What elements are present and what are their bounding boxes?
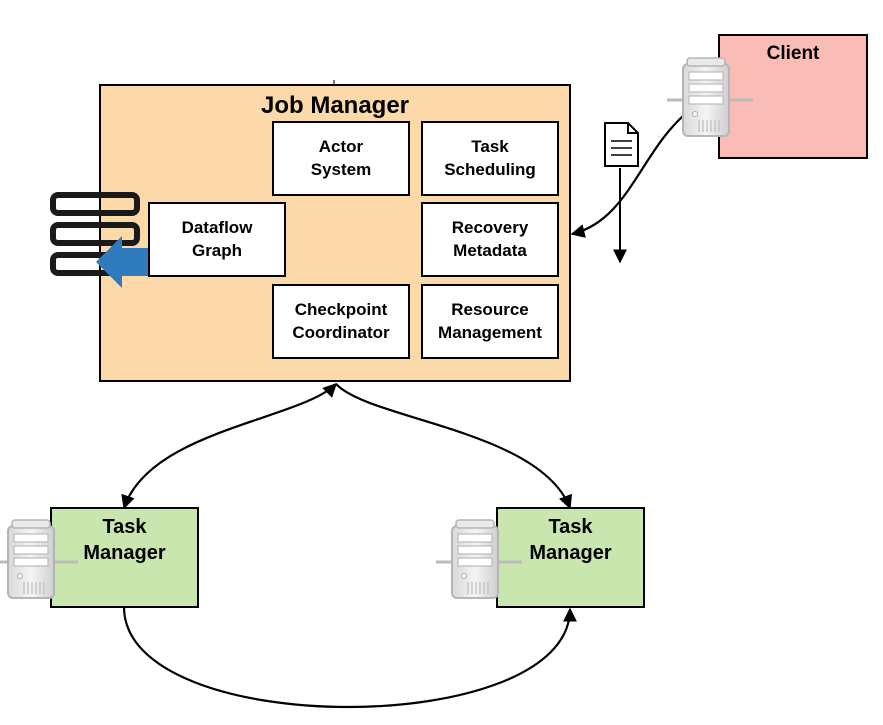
client-title: Client (766, 43, 820, 64)
task-scheduling-box[interactable]: Task Scheduling (421, 121, 559, 196)
jobmanager-to-taskmanager1-connector (121, 383, 337, 510)
blue-arrow-icon (96, 236, 148, 288)
actor-system-label: Actor System (310, 137, 372, 179)
dataflow-graph-label: Dataflow Graph (181, 218, 253, 260)
resource-management-box[interactable]: Resource Management (421, 284, 559, 359)
task-manager-2-title: Task Manager (529, 516, 612, 564)
dataflow-graph-box[interactable]: Dataflow Graph (148, 202, 286, 277)
server-icon-task-manager-1 (0, 519, 78, 599)
server-icon-task-manager-2 (436, 519, 522, 599)
client-to-jobmanager-connector (570, 109, 691, 238)
actor-system-box[interactable]: Actor System (272, 121, 410, 196)
task-manager-box-2[interactable]: Task Manager (496, 507, 645, 608)
checkpoint-coordinator-box[interactable]: Checkpoint Coordinator (272, 284, 410, 359)
server-icon-client (667, 57, 753, 137)
resource-management-label: Resource Management (438, 300, 542, 342)
task-manager-1-title: Task Manager (83, 516, 166, 564)
jobmanager-to-taskmanager2-connector (335, 383, 572, 510)
recovery-metadata-label: Recovery Metadata (451, 218, 529, 260)
task-scheduling-label: Task Scheduling (444, 137, 536, 179)
checkpoint-coordinator-label: Checkpoint Coordinator (292, 300, 390, 342)
recovery-metadata-box[interactable]: Recovery Metadata (421, 202, 559, 277)
taskmanager1-to-taskmanager2-connector (122, 606, 577, 708)
document-icon (604, 122, 639, 167)
job-manager-title: Job Manager (260, 92, 410, 119)
